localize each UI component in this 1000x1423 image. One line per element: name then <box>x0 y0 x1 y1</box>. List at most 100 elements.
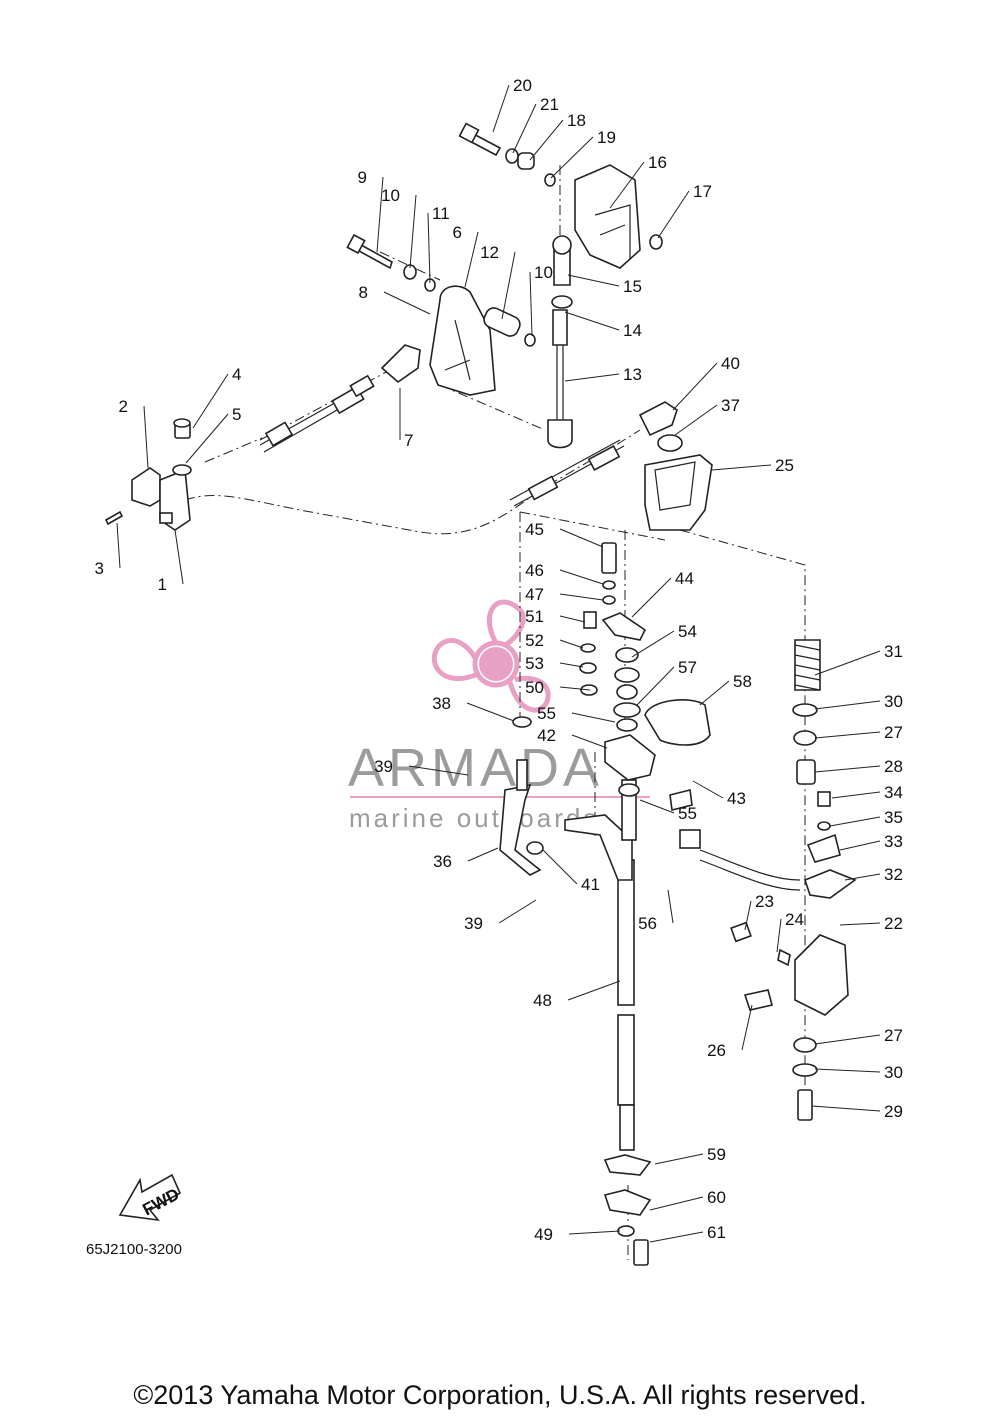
armada-watermark: ARMADA marine outboards <box>348 599 650 833</box>
callout-label: 51 <box>525 607 544 626</box>
callout-label: 55 <box>678 804 697 823</box>
leader-line <box>568 1230 621 1235</box>
callout-label: 35 <box>884 808 903 827</box>
leader-line <box>427 212 431 284</box>
callout-label: 28 <box>884 757 903 776</box>
callout-label: 19 <box>597 128 616 147</box>
drawing-number: 65J2100-3200 <box>86 1241 182 1258</box>
leader-line <box>711 464 772 471</box>
callout-label: 11 <box>432 204 450 223</box>
callout-label: 10 <box>534 263 553 282</box>
callout-label: 54 <box>678 622 697 641</box>
callout-label: 50 <box>525 678 544 697</box>
leader-line <box>699 680 730 706</box>
leader-line <box>464 231 479 288</box>
callout-label: 9 <box>358 168 367 187</box>
leader-line <box>672 362 718 411</box>
leader-line <box>839 840 881 851</box>
leader-line <box>550 136 594 179</box>
leader-line <box>571 734 608 749</box>
callout-label: 22 <box>884 914 903 933</box>
callout-label: 61 <box>707 1223 726 1242</box>
leader-line <box>814 1068 881 1073</box>
callout-label: 34 <box>884 783 903 802</box>
callout-label: 43 <box>727 789 746 808</box>
watermark-brand: ARMADA <box>348 738 603 798</box>
callout-label: 12 <box>480 243 499 262</box>
leader-line <box>564 373 620 382</box>
callout-label: 16 <box>648 153 667 172</box>
cable-bracket <box>104 418 192 531</box>
callout-label: 7 <box>404 431 413 450</box>
link-rod <box>547 235 573 449</box>
leader-line <box>542 849 578 885</box>
callout-label: 46 <box>525 561 544 580</box>
callout-label: 33 <box>884 832 903 851</box>
leader-line <box>559 662 584 668</box>
leader-line <box>814 700 881 710</box>
shift-cable <box>509 439 625 507</box>
leader-line <box>692 780 724 799</box>
leader-line <box>559 593 604 601</box>
throttle-lever <box>346 233 536 396</box>
callout-label: 47 <box>525 585 544 604</box>
callout-label: 39 <box>464 914 483 933</box>
leader-line <box>174 529 184 585</box>
leader-line <box>376 176 384 253</box>
leader-line <box>185 413 229 464</box>
leader-line <box>559 528 604 548</box>
leader-line <box>639 799 675 814</box>
leader-line <box>559 639 584 649</box>
callout-label: 49 <box>534 1225 553 1244</box>
callout-label: 44 <box>675 569 694 588</box>
leader-line <box>559 615 586 623</box>
callout-label: 53 <box>525 654 544 673</box>
leader-line <box>409 194 417 269</box>
leader-line <box>649 1231 704 1243</box>
callout-label: 20 <box>513 76 532 95</box>
callout-label: 21 <box>540 95 559 114</box>
leader-line <box>559 686 591 691</box>
leader-line <box>636 666 675 706</box>
callout-label: 24 <box>785 910 804 929</box>
leader-line <box>192 373 229 429</box>
leader-line <box>631 577 672 618</box>
leader-line <box>143 405 149 469</box>
watermark-tagline: marine outboards <box>349 803 599 833</box>
shift-guide <box>638 401 713 531</box>
callout-label: 56 <box>638 914 657 933</box>
callout-label: 8 <box>359 283 368 302</box>
callout-label: 37 <box>721 396 740 415</box>
leader-line <box>776 918 782 953</box>
leader-line <box>631 630 675 658</box>
leader-line <box>529 271 533 337</box>
callout-label: 27 <box>884 1026 903 1045</box>
callout-label: 52 <box>525 631 544 650</box>
leader-line <box>649 1196 704 1211</box>
upper-bracket <box>458 122 663 269</box>
leader-line <box>467 847 499 862</box>
callout-label: 23 <box>755 892 774 911</box>
leader-line <box>814 731 881 739</box>
callout-label: 2 <box>119 397 128 416</box>
callout-label: 14 <box>623 321 642 340</box>
callout-label: 30 <box>884 1063 903 1082</box>
leader-line <box>116 522 121 569</box>
callout-label: 26 <box>707 1041 726 1060</box>
leader-line <box>829 816 881 827</box>
leader-line <box>744 900 752 931</box>
callout-label: 31 <box>884 642 903 661</box>
callout-label: 25 <box>775 456 794 475</box>
leader-line <box>814 650 881 676</box>
callout-label: 40 <box>721 354 740 373</box>
leader-line <box>466 702 515 722</box>
leader-line <box>571 712 616 723</box>
leader-line <box>408 765 469 776</box>
leader-line <box>383 291 431 315</box>
leader-line <box>741 1004 753 1051</box>
leader-line <box>667 889 674 924</box>
callout-label: 45 <box>525 520 544 539</box>
fwd-arrow-icon: FWD <box>118 1173 183 1222</box>
callout-label: 41 <box>581 875 600 894</box>
leader-line <box>501 251 516 320</box>
